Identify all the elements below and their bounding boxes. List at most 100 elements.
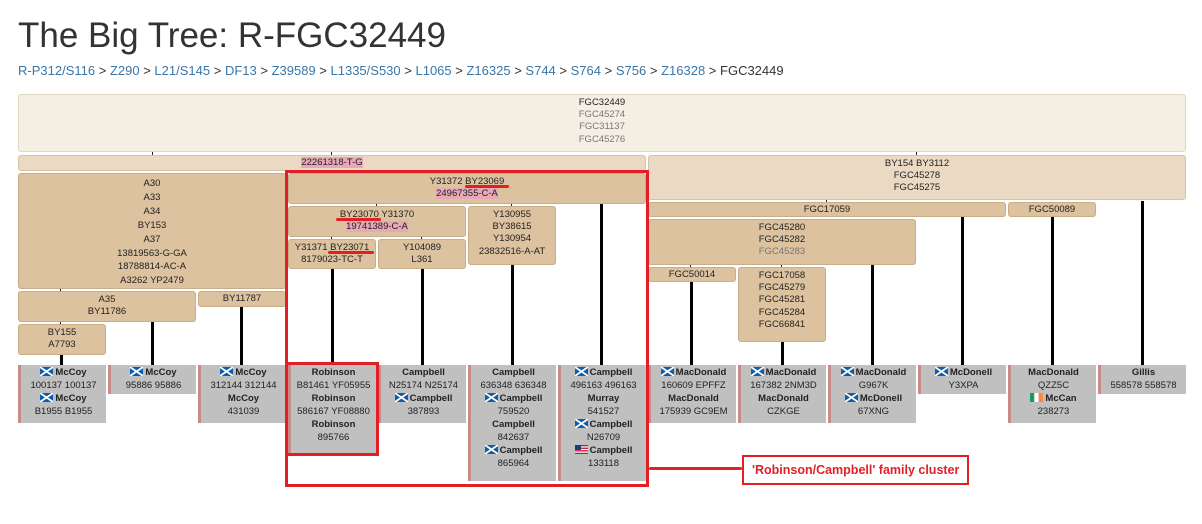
- tester-box[interactable]: Campbell 496163 496163 Murray 541527 Cam…: [558, 365, 646, 481]
- scotland-flag-icon: [40, 393, 54, 402]
- kit-id: 895766: [317, 432, 350, 443]
- snp-label: 18788814-AC-A: [117, 261, 187, 273]
- robinson-highlight-box: [285, 362, 379, 456]
- snp-label: FGC45278: [893, 170, 941, 182]
- breadcrumb-link[interactable]: Z16325: [466, 63, 511, 78]
- node-by155[interactable]: BY155 A7793: [18, 324, 106, 355]
- tester-name: MacDonald: [1028, 367, 1079, 378]
- node-root[interactable]: FGC32449 FGC45274 FGC31137 FGC45276: [18, 94, 1186, 152]
- breadcrumb-link[interactable]: Z290: [109, 63, 140, 78]
- snp-label: A34: [143, 205, 161, 217]
- node-fgc17058[interactable]: FGC17058 FGC45279 FGC45281 FGC45284 FGC6…: [738, 267, 826, 342]
- scotland-flag-icon: [220, 367, 234, 376]
- tester-box[interactable]: McCoy 312144 312144 McCoy 431039: [198, 365, 286, 423]
- tester-name: Campbell: [499, 393, 543, 404]
- branch-tick: [331, 235, 332, 240]
- kit-id: 95886 95886: [125, 380, 182, 391]
- scotland-flag-icon: [844, 393, 858, 402]
- scotland-flag-icon: [750, 367, 764, 376]
- breadcrumb-link[interactable]: Z39589: [271, 63, 316, 78]
- branch-line: [1051, 217, 1054, 366]
- tester-name: MacDonald: [668, 393, 719, 404]
- tester-name: Campbell: [402, 367, 445, 378]
- node-by23070[interactable]: BY23070 Y31370 19741389-C-A: [288, 206, 466, 237]
- node-fgc45280[interactable]: FGC45280 FGC45282 FGC45283: [648, 219, 916, 265]
- node-y31371[interactable]: Y31371 BY23071 8179023-TC-T: [288, 239, 376, 269]
- snp-label: A7793: [48, 339, 76, 351]
- branch-line: [961, 217, 964, 366]
- cluster-callout: 'Robinson/Campbell' family cluster: [742, 455, 970, 485]
- breadcrumb-link[interactable]: S744: [525, 63, 556, 78]
- tester-box[interactable]: McCoy 95886 95886: [108, 365, 196, 394]
- snp-label: A3262 YP2479: [120, 275, 184, 287]
- snp-label: FGC45282: [758, 234, 806, 246]
- breadcrumb-link[interactable]: Z16328: [661, 63, 706, 78]
- breadcrumb-link[interactable]: S764: [570, 63, 602, 78]
- node-fgc50014[interactable]: FGC50014: [648, 267, 736, 282]
- snp-label: FGC50089: [1028, 204, 1076, 215]
- branch-line: [871, 265, 874, 366]
- tester-box[interactable]: MacDonald QZZ5C McCan 238273: [1008, 365, 1096, 423]
- snp-label: FGC45274: [578, 109, 626, 121]
- node-a35[interactable]: A35 BY11786: [18, 291, 196, 322]
- tester-name: McDonell: [949, 367, 993, 378]
- node-by154[interactable]: BY154 BY3112 FGC45278 FGC45275: [648, 155, 1186, 200]
- breadcrumb-link[interactable]: R-P312/S116: [18, 63, 96, 78]
- node-fgc17059[interactable]: FGC17059: [648, 202, 1006, 217]
- kit-id: 133118: [588, 458, 619, 469]
- branch-line: [151, 322, 154, 366]
- node-y104089[interactable]: Y104089 L361: [378, 239, 466, 269]
- tester-box[interactable]: Gillis 558578 558578: [1098, 365, 1186, 394]
- snp-label: BY155: [47, 327, 77, 338]
- scotland-flag-icon: [660, 367, 674, 376]
- kit-id: N25174 N25174: [388, 380, 459, 391]
- breadcrumb-link[interactable]: DF13: [224, 63, 257, 78]
- kit-id: 496163 496163: [570, 380, 637, 391]
- snp-label: Y104089: [402, 242, 442, 253]
- scotland-flag-icon: [484, 393, 498, 402]
- tester-box[interactable]: McCoy 100137 100137 McCoy B1955 B1955: [18, 365, 106, 423]
- tester-name: MacDonald: [855, 367, 907, 378]
- node-y130955[interactable]: Y130955 BY38615 Y130954 23832516-A-AT: [468, 206, 556, 265]
- kit-id: 541527: [587, 406, 620, 417]
- tester-box[interactable]: Campbell N25174 N25174 Campbell 387893: [378, 365, 466, 423]
- snp-label: A35: [98, 294, 116, 305]
- snp-label: A33: [143, 191, 161, 203]
- snp-label: FGC50014: [668, 269, 716, 280]
- kit-id: B1955 B1955: [34, 406, 93, 417]
- snp-label: BY154 BY3112: [884, 158, 950, 169]
- tester-name: McCoy: [227, 393, 260, 404]
- snp-label: 8179023-TC-T: [301, 254, 363, 266]
- tester-name: Gillis: [1131, 367, 1156, 378]
- tester-box[interactable]: Campbell 636348 636348 Campbell 759520 C…: [468, 365, 556, 481]
- node-y31372[interactable]: Y31372 BY23069 24967355-C-A: [288, 173, 646, 204]
- kit-id: Y3XPA: [948, 380, 979, 391]
- tester-box[interactable]: MacDonald G967K McDonell 67XNG: [828, 365, 916, 423]
- tester-name: Campbell: [409, 393, 453, 404]
- kit-id: 160609 EPFFZ: [661, 380, 726, 391]
- tester-name: Campbell: [589, 367, 633, 378]
- tester-box[interactable]: Robinson B81461 YF05955 Robinson 586167 …: [288, 365, 376, 453]
- breadcrumb: R-P312/S116 > Z290 > L21/S145 > DF13 > Z…: [18, 63, 784, 78]
- tester-box[interactable]: McDonell Y3XPA: [918, 365, 1006, 394]
- breadcrumb-link[interactable]: L1065: [415, 63, 452, 78]
- node-22261318[interactable]: 22261318-T-G: [18, 155, 646, 171]
- node-fgc50089[interactable]: FGC50089: [1008, 202, 1096, 217]
- snp-label: FGC66841: [758, 318, 806, 330]
- branch-tick: [331, 150, 332, 155]
- node-a30[interactable]: A30 A33 A34 BY153 A37 13819563-G-GA 1878…: [18, 173, 286, 289]
- scotland-flag-icon: [574, 367, 588, 376]
- branch-line: [1141, 201, 1144, 366]
- snp-label: BY38615: [492, 221, 532, 233]
- tester-box[interactable]: MacDonald 167382 2NM3D MacDonald CZKGE: [738, 365, 826, 423]
- tester-box[interactable]: MacDonald 160609 EPFFZ MacDonald 175939 …: [648, 365, 736, 423]
- snp-label: Y130955: [492, 209, 532, 220]
- breadcrumb-link[interactable]: L21/S145: [154, 63, 211, 78]
- breadcrumb-link[interactable]: S756: [615, 63, 647, 78]
- node-by11787[interactable]: BY11787: [198, 291, 286, 307]
- callout-leader-line: [649, 467, 742, 470]
- snp-label: FGC45276: [578, 133, 626, 145]
- breadcrumb-link[interactable]: L1335/S530: [330, 63, 401, 78]
- snp-label: FGC45284: [758, 306, 806, 318]
- snp-label: FGC17058: [758, 270, 806, 281]
